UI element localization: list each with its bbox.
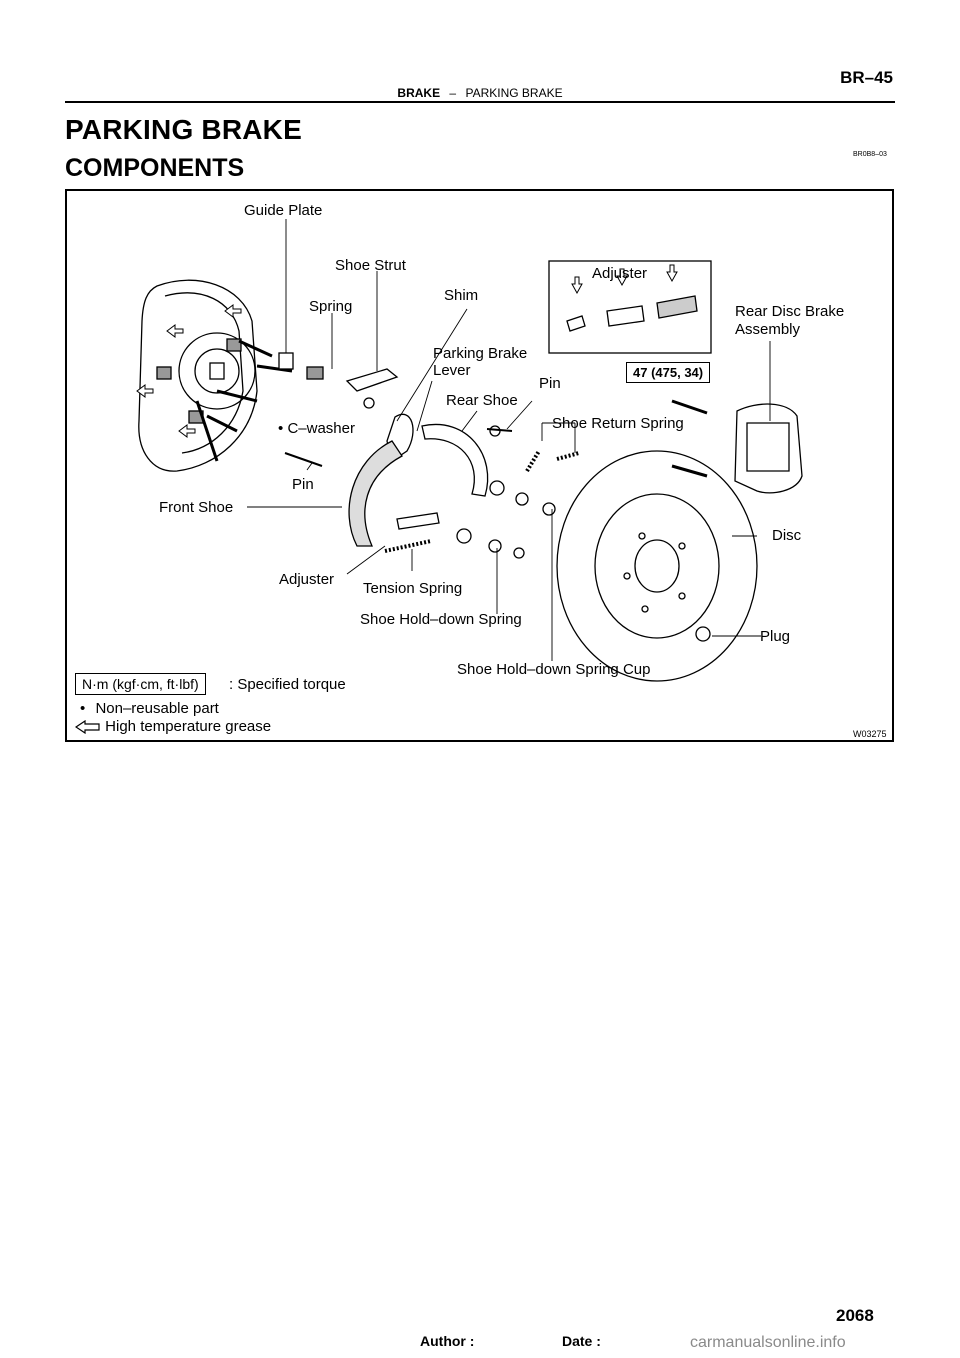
label-shim: Shim: [444, 287, 479, 304]
page-code: BR–45: [840, 68, 893, 87]
page-title: PARKING BRAKE: [65, 114, 302, 145]
figure-code: W03275: [853, 729, 887, 739]
reference-code: BR0B8–03: [853, 151, 887, 158]
page-number: 2068: [836, 1306, 874, 1325]
label-disc: Disc: [772, 527, 802, 544]
label-shoe-hold-down-spring-cup: Shoe Hold–down Spring Cup: [457, 661, 651, 678]
watermark: carmanualsonline.info: [690, 1334, 846, 1351]
legend-non-reusable: • Non–reusable part: [80, 700, 219, 717]
label-shoe-return-spring: Shoe Return Spring: [552, 415, 684, 432]
legend-grease-text: High temperature grease: [105, 718, 272, 735]
label-rear-disc-brake-2: Assembly: [735, 321, 801, 338]
header-section: BRAKE: [397, 86, 441, 100]
label-front-shoe: Front Shoe: [159, 499, 234, 516]
label-rear-disc-brake-1: Rear Disc Brake: [735, 303, 845, 320]
legend-non-reusable-text: Non–reusable part: [95, 700, 219, 717]
page-subtitle: COMPONENTS: [65, 154, 245, 182]
label-spring: Spring: [309, 298, 353, 315]
running-header: BRAKE – PARKING BRAKE: [0, 86, 960, 100]
legend-torque-desc: : Specified torque: [229, 676, 346, 693]
label-pin-left: Pin: [292, 476, 314, 493]
label-parking-brake-lever-1: Parking Brake: [433, 345, 528, 362]
label-parking-brake-lever-2: Lever: [433, 362, 471, 379]
label-shoe-strut: Shoe Strut: [335, 257, 406, 274]
label-adjuster-bottom: Adjuster: [279, 571, 335, 588]
grease-arrow-icon: [75, 720, 100, 735]
label-c-washer: • C–washer: [278, 420, 355, 437]
label-shoe-hold-down-spring: Shoe Hold–down Spring: [360, 611, 522, 628]
label-pin-top: Pin: [539, 375, 561, 392]
footer-date-label: Date :: [562, 1333, 601, 1349]
components-figure: Guide Plate Shoe Strut Adjuster Shim Spr…: [65, 189, 894, 742]
bullet-icon: •: [80, 700, 86, 717]
label-tension-spring: Tension Spring: [363, 580, 463, 597]
label-rear-shoe: Rear Shoe: [446, 392, 518, 409]
header-subsection: PARKING BRAKE: [465, 86, 563, 100]
header-rule: [65, 101, 895, 103]
torque-value-box: 47 (475, 34): [626, 362, 711, 383]
header-separator: –: [449, 86, 457, 100]
label-plug: Plug: [760, 628, 791, 645]
legend-torque-unit: N·m (kgf·cm, ft·lbf): [75, 673, 206, 695]
label-c-washer-text: C–washer: [287, 420, 355, 437]
label-guide-plate: Guide Plate: [244, 202, 323, 219]
exploded-view-drawing: [136, 219, 803, 682]
non-reusable-bullet-icon: •: [278, 420, 284, 437]
footer-author-label: Author :: [420, 1333, 475, 1349]
legend-grease: High temperature grease: [75, 718, 271, 735]
label-adjuster-top: Adjuster: [592, 265, 648, 282]
